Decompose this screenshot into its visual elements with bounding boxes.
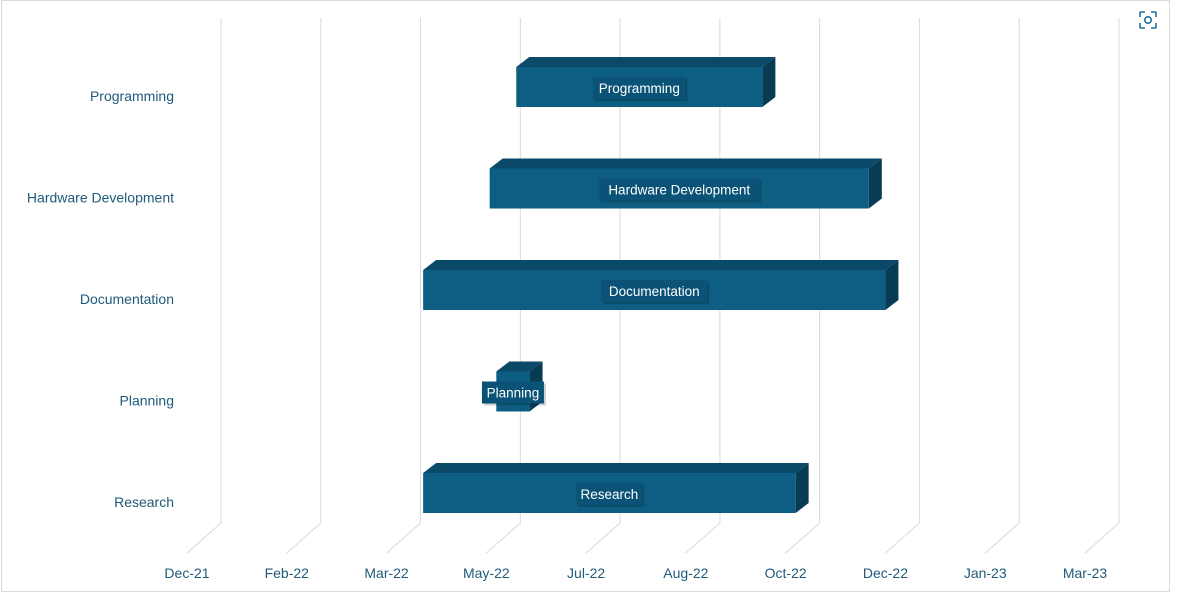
gantt-bar-side — [762, 57, 776, 107]
gantt-bar: Planning — [481, 361, 546, 412]
gantt-bar-top — [496, 361, 543, 372]
x-tick-label: Mar-22 — [364, 565, 409, 581]
x-tick-label: Jan-23 — [964, 565, 1007, 581]
data-label-box — [601, 280, 708, 302]
gantt-bar: Hardware Development — [489, 158, 882, 209]
category-label: Hardware Development — [27, 190, 174, 206]
floor-gridline — [984, 522, 1020, 554]
category-label: Documentation — [80, 291, 174, 307]
data-label-box — [593, 77, 686, 99]
data-label: Planning — [487, 386, 540, 401]
x-tick-label: Jul-22 — [567, 565, 605, 581]
data-label-box — [599, 178, 760, 201]
focus-frame-icon — [1139, 11, 1157, 29]
focus-mode-button[interactable] — [1136, 8, 1160, 32]
floor-gridline — [386, 522, 421, 554]
x-tick-label: Aug-22 — [663, 565, 708, 581]
floor-gridline — [1084, 522, 1120, 554]
data-label: Documentation — [609, 284, 700, 299]
gantt-bar-top — [423, 260, 899, 270]
floor-gridline — [685, 522, 721, 554]
gantt-bar: Programming — [516, 57, 776, 107]
data-label-box — [481, 381, 544, 404]
floor-gridline — [885, 522, 920, 554]
data-label: Hardware Development — [608, 183, 750, 198]
x-tick-label: Oct-22 — [765, 565, 807, 581]
gantt-bar-side — [795, 463, 809, 513]
floor-gridline — [486, 522, 521, 554]
x-tick-label: Dec-21 — [164, 565, 209, 581]
floor-gridline — [286, 522, 322, 554]
x-tick-label: May-22 — [463, 565, 510, 581]
category-label: Programming — [90, 88, 174, 104]
floor-gridline — [785, 522, 820, 554]
floor-gridline — [585, 522, 621, 554]
data-label: Research — [581, 487, 639, 502]
gantt-bar-side — [885, 260, 899, 310]
gantt-bar: Documentation — [423, 260, 899, 310]
x-tick-label: Mar-23 — [1063, 565, 1108, 581]
gantt-bar-top — [423, 463, 809, 473]
category-label: Research — [114, 494, 174, 510]
x-tick-labels: Dec-21 Feb-22 Mar-22 May-22 Jul-22 Aug-22 Oct-… — [164, 565, 1107, 581]
x-tick-label: Feb-22 — [265, 565, 310, 581]
gantt-bar-top — [489, 158, 882, 169]
floor-gridline — [186, 522, 222, 554]
gantt-bar-side — [868, 158, 882, 209]
category-label: Planning — [120, 393, 175, 409]
x-tick-label: Dec-22 — [863, 565, 908, 581]
gantt-bar: Research — [423, 463, 809, 513]
data-label-box — [576, 483, 643, 505]
data-label: Programming — [599, 81, 680, 96]
gantt-bar-top — [516, 57, 776, 67]
